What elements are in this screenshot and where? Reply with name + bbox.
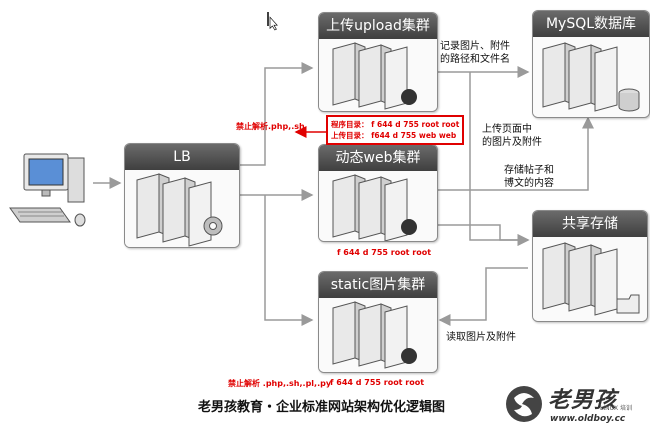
arrow-lb-static (264, 195, 314, 326)
arrow-upload-storage (469, 72, 530, 246)
read-files-label: 读取图片及附件 (446, 332, 516, 343)
shared-storage-title: 共享存储 (533, 211, 647, 237)
static-permission-note: f 644 d 755 root root (330, 378, 425, 387)
lb-title: LB (125, 144, 239, 170)
store-posts-line1: 存储帖子和 (504, 165, 554, 176)
forbid-upload-parse-note: 禁止解析.php,.sh (236, 122, 305, 131)
logo-name: 老男孩 (548, 388, 618, 413)
upload-dir-note: 上传目录： f644 d 755 web web (331, 131, 457, 140)
server-rack-icon (332, 301, 417, 369)
store-posts-line2: 博文的内容 (504, 178, 554, 189)
static-cluster-title: static图片集群 (319, 272, 437, 298)
store-posts-label: 存储帖子和 博文的内容 (504, 164, 554, 190)
upload-permission-box: 程序目录： f 644 d 755 root root 上传目录： f644 d… (326, 115, 464, 145)
logo-sub: LINUX 培训 (600, 405, 633, 412)
web-cluster-node: 动态web集群 (318, 144, 438, 242)
database-server-icon (542, 42, 640, 112)
logo-url: www.oldboy.cc (550, 414, 626, 424)
static-cluster-node: static图片集群 (318, 271, 438, 373)
mysql-node: MySQL数据库 (532, 10, 650, 118)
diagram-caption: 老男孩教育・企业标准网站架构优化逻辑图 (198, 400, 446, 415)
arrow-web-mysql (436, 116, 594, 191)
lb-node: LB (124, 143, 240, 248)
upload-page-label: 上传页面中 的图片及附件 (482, 123, 542, 149)
record-path-line1: 记录图片、附件 (440, 41, 510, 52)
arrow-web-storage (436, 224, 530, 246)
record-path-label: 记录图片、附件 的路径和文件名 (440, 40, 510, 66)
mysql-title: MySQL数据库 (533, 11, 649, 37)
client-computer-icon (6, 150, 94, 230)
forbid-static-parse-note: 禁止解析 .php,.sh,.pl,.py (228, 379, 332, 388)
upload-cluster-node: 上传upload集群 (318, 12, 438, 112)
upload-cluster-title: 上传upload集群 (319, 13, 437, 39)
web-cluster-title: 动态web集群 (319, 145, 437, 171)
arrow-storage-static (438, 267, 528, 326)
server-rack-icon (332, 42, 417, 110)
mouse-cursor-icon (266, 12, 280, 40)
web-permission-note: f 644 d 755 root root (337, 248, 432, 257)
storage-server-icon (542, 242, 640, 316)
arrow-lb-upload (240, 62, 314, 166)
server-rack-icon (332, 174, 417, 241)
upload-page-line1: 上传页面中 (482, 124, 532, 135)
server-rack-icon (136, 173, 223, 247)
record-path-line2: 的路径和文件名 (440, 54, 510, 65)
logo-emblem-icon (506, 386, 542, 422)
program-dir-note: 程序目录： f 644 d 755 root root (331, 120, 460, 129)
oldboy-logo: 老男孩 LINUX 培训 www.oldboy.cc (504, 380, 644, 428)
upload-page-line2: 的图片及附件 (482, 137, 542, 148)
shared-storage-node: 共享存储 (532, 210, 648, 322)
